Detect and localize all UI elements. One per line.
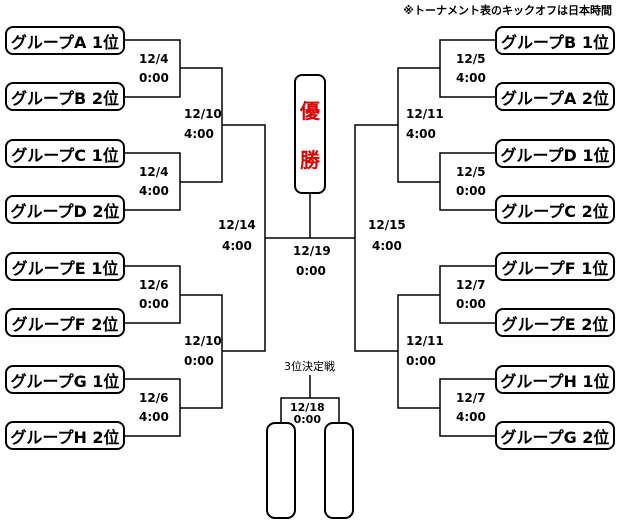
match-date: 12/10	[184, 107, 222, 121]
match-date: 12/6	[139, 278, 169, 292]
match-date: 12/4	[139, 52, 169, 66]
match-time: 0:00	[139, 297, 169, 311]
team-box-right-3: グループD 1位	[495, 139, 615, 168]
match-time: 0:00	[456, 297, 486, 311]
third-place-kickoff: 12/18 0:00	[290, 402, 325, 426]
team-box-right-2: グループA 2位	[495, 82, 615, 111]
match-time: 4:00	[184, 127, 214, 141]
match-time: 0:00	[406, 354, 436, 368]
match-date: 12/4	[139, 165, 169, 179]
third-place-slot-left	[266, 422, 296, 519]
team-box-left-7: グループG 1位	[5, 365, 125, 394]
match-time: 0:00	[456, 184, 486, 198]
match-time: 4:00	[456, 410, 486, 424]
team-box-left-3: グループC 1位	[5, 139, 125, 168]
champion-char-2: 勝	[300, 147, 320, 172]
team-box-right-1: グループB 1位	[495, 26, 615, 55]
match-time: 4:00	[406, 127, 436, 141]
champion-char-1: 優	[300, 99, 320, 124]
match-date: 12/7	[456, 391, 486, 405]
match-date: 12/14	[218, 218, 256, 232]
match-time: 4:00	[139, 184, 169, 198]
team-box-right-5: グループF 1位	[495, 252, 615, 281]
team-box-right-7: グループH 1位	[495, 365, 615, 394]
match-date: 12/11	[406, 334, 444, 348]
match-date: 12/6	[139, 391, 169, 405]
match-time: 4:00	[139, 410, 169, 424]
match-date: 12/5	[456, 52, 486, 66]
third-place-slot-right	[324, 422, 354, 519]
match-date: 12/5	[456, 165, 486, 179]
team-box-left-1: グループA 1位	[5, 26, 125, 55]
team-box-left-8: グループH 2位	[5, 421, 125, 450]
match-date: 12/15	[368, 218, 406, 232]
team-box-right-8: グループG 2位	[495, 421, 615, 450]
team-box-right-4: グループC 2位	[495, 195, 615, 224]
team-box-left-4: グループD 2位	[5, 195, 125, 224]
third-place-time: 0:00	[293, 413, 321, 426]
match-date: 12/11	[406, 107, 444, 121]
match-time: 4:00	[222, 239, 252, 253]
match-time: 4:00	[372, 239, 402, 253]
champion-box: 優 勝	[294, 74, 326, 194]
team-box-left-5: グループE 1位	[5, 252, 125, 281]
team-box-left-2: グループB 2位	[5, 82, 125, 111]
team-box-right-6: グループE 2位	[495, 308, 615, 337]
final-time: 0:00	[296, 264, 326, 278]
match-date: 12/10	[184, 334, 222, 348]
match-date: 12/7	[456, 278, 486, 292]
match-time: 0:00	[184, 354, 214, 368]
match-time: 0:00	[139, 71, 169, 85]
kickoff-note: ※トーナメント表のキックオフは日本時間	[403, 4, 612, 17]
third-place-date: 12/18	[290, 401, 325, 414]
final-date: 12/19	[293, 244, 331, 258]
third-place-title: 3位決定戦	[284, 360, 335, 373]
match-time: 4:00	[456, 71, 486, 85]
team-box-left-6: グループF 2位	[5, 308, 125, 337]
